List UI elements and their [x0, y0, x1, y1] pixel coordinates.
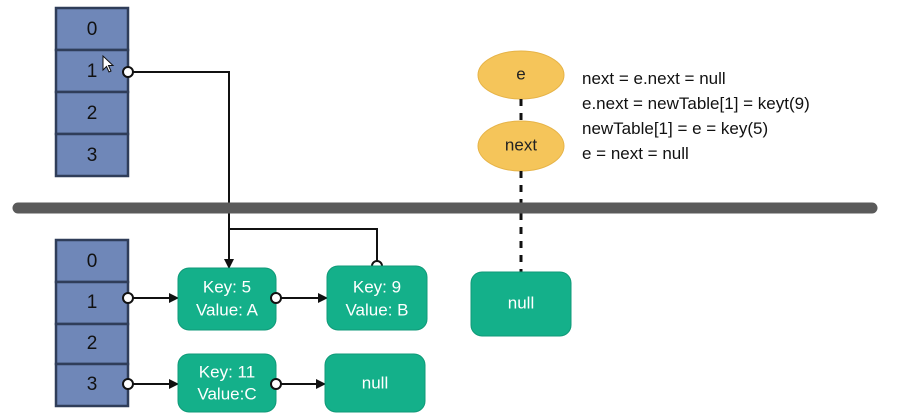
code-line-4: e = next = null — [582, 144, 689, 163]
new-table-index-1: 1 — [87, 292, 98, 313]
old-table-index-1: 1 — [87, 61, 98, 82]
null-node-after-key11-label: null — [362, 373, 388, 392]
new-table-index-0: 0 — [87, 251, 98, 272]
pointer-next-label: next — [505, 135, 537, 154]
old-table-index-0: 0 — [87, 19, 98, 40]
entry-node-key5-value: Value: A — [196, 300, 259, 319]
new-table-cell-1: 1 — [54, 280, 130, 326]
null-node-under-next-label: null — [508, 293, 534, 312]
new-table-cell-0: 0 — [54, 238, 130, 284]
code-line-2: e.next = newTable[1] = keyt(9) — [582, 94, 810, 113]
old-table: 0 1 2 3 — [54, 6, 130, 178]
code-line-3: newTable[1] = e = key(5) — [582, 119, 768, 138]
old-table-cell-0: 0 — [54, 6, 130, 52]
old-table-cell-3-box — [54, 132, 130, 178]
new-slot-1-port — [122, 292, 134, 304]
mouse-cursor-icon — [102, 54, 115, 73]
old-table-cell-3: 3 — [54, 132, 130, 178]
pointer-next: next — [477, 120, 565, 172]
entry-node-key5: Key: 5 Value: A — [177, 267, 277, 331]
old-slot-1-to-key5-arrow — [128, 71, 234, 269]
new-table-index-2: 2 — [87, 333, 98, 354]
new-table-cell-0-box — [54, 238, 130, 284]
entry-node-key9-key: Key: 9 — [353, 277, 401, 296]
pointer-e-label: e — [516, 64, 525, 83]
old-table-index-2: 2 — [87, 103, 98, 124]
null-node-after-key11: null — [324, 353, 426, 413]
new-table: 0 1 2 3 — [54, 238, 130, 408]
new-table-cell-3: 3 — [54, 362, 130, 408]
null-node-after-key11-box — [324, 353, 426, 413]
null-node-under-next: null — [470, 271, 572, 337]
code-line-1: next = e.next = null — [582, 69, 726, 88]
key5-next-port — [270, 292, 282, 304]
entry-node-key11: Key: 11 Value:C — [177, 353, 277, 413]
new-table-cell-2-box — [54, 322, 130, 366]
entry-node-key5-key: Key: 5 — [203, 277, 251, 296]
new-table-cell-2: 2 — [54, 322, 130, 366]
old-slot-1-port — [122, 66, 134, 78]
new-slot-3-port — [122, 378, 134, 390]
entry-node-key9-box — [326, 265, 428, 331]
old-table-cell-1: 1 — [54, 48, 130, 94]
new-table-index-3: 3 — [87, 374, 98, 395]
code-annotation: next = e.next = null e.next = newTable[1… — [582, 69, 810, 163]
entry-node-key9-value: Value: B — [345, 300, 408, 319]
entry-node-key11-value: Value:C — [197, 384, 256, 403]
key11-next-port — [270, 378, 282, 390]
entry-node-key11-key: Key: 11 — [199, 362, 255, 381]
key9-to-key5-link — [229, 228, 378, 266]
entry-node-key9: Key: 9 Value: B — [326, 265, 428, 331]
null-node-under-next-box — [470, 271, 572, 337]
old-table-index-3: 3 — [87, 145, 98, 166]
pointer-e: e — [477, 50, 565, 100]
old-table-cell-2: 2 — [54, 90, 130, 136]
